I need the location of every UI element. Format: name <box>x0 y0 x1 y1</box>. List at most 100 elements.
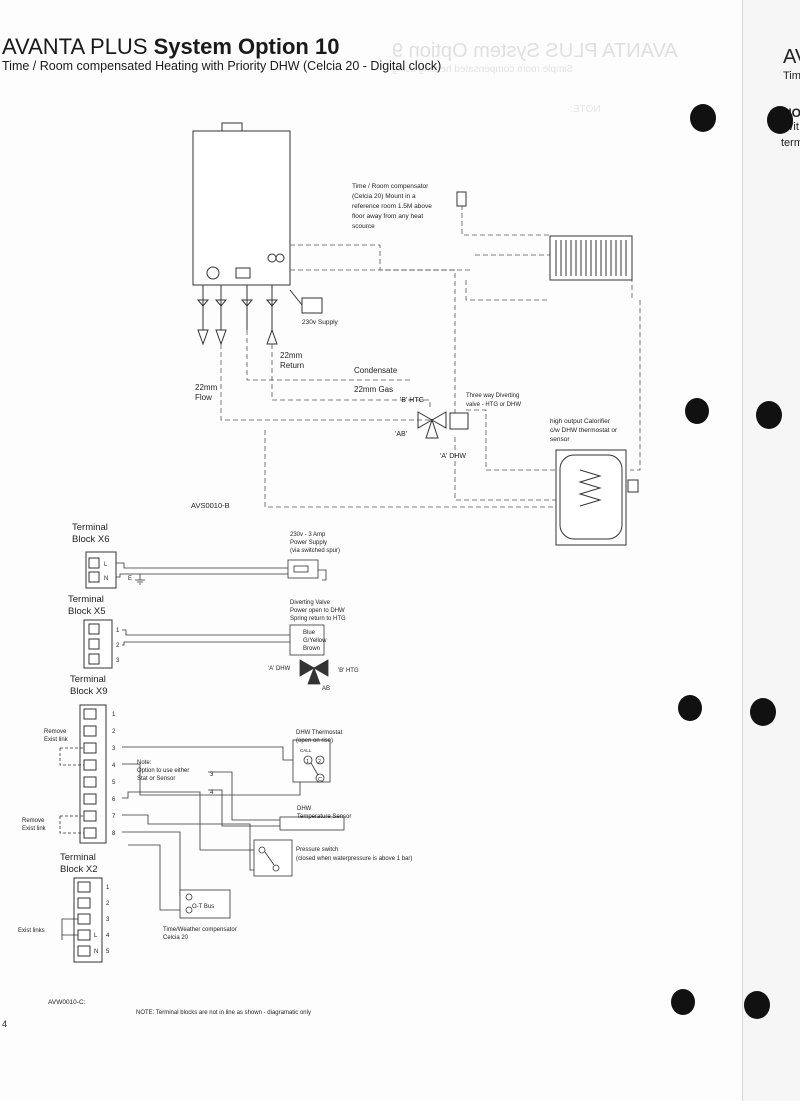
diverting-valve-symbol <box>417 411 469 439</box>
terminal-block-title: Terminal <box>68 594 104 605</box>
thermostat-call-label: CALL <box>300 748 312 753</box>
terminal-block-x2: Terminal Block X2 1 2 3 4 5 L N <box>60 852 110 963</box>
terminal-number: 1 <box>106 885 110 891</box>
dhw-sensor-label: Temperature Sensor <box>297 814 351 820</box>
terminal-number: 3 <box>112 746 116 752</box>
remove-link-label: Exist link <box>44 737 69 743</box>
calorifier-note-line: c/w DHW thermostat or <box>550 427 618 434</box>
terminal-number: 1 <box>112 712 116 718</box>
earth-label: E <box>128 576 132 582</box>
remove-link-label: Exist link <box>22 826 47 832</box>
flow-label: Flow <box>195 393 212 402</box>
remove-link-label: Remove <box>44 729 67 735</box>
boiler <box>192 122 291 286</box>
terminal-number: 8 <box>112 831 116 837</box>
supply-label: 230v Supply <box>302 319 339 326</box>
exist-links-label: Exist links <box>18 928 45 934</box>
dhw-sensor-label: DHW <box>297 806 312 812</box>
supply-box <box>289 289 323 314</box>
terminal-number: 3 <box>106 917 110 923</box>
power-supply-line: Power Supply <box>290 540 327 546</box>
terminal-block-title: Terminal <box>70 674 106 685</box>
terminal-block-title: Terminal <box>72 522 108 533</box>
compensator-label: Time/Weather compensator <box>163 927 237 933</box>
thermostat-note-line: (open on rise) <box>296 738 333 744</box>
diverting-valve-labels: Diverting Valve Power open to DHW Spring… <box>268 600 359 692</box>
x6-wiring <box>116 559 327 585</box>
compensator-note-line: (Celcia 20) Mount in a <box>352 193 416 200</box>
thermostat-pin: 1 <box>306 759 309 765</box>
valve-dhw-label: 'A' DHW <box>268 666 291 672</box>
power-supply-line: 230v - 3 Amp <box>290 532 326 538</box>
terminal-block-x6: Terminal Block X6 L N E <box>72 522 132 589</box>
room-compensator <box>456 191 467 207</box>
flow-label: 22mm <box>195 383 218 392</box>
diagram1-labels: Time / Room compensator (Celcia 20) Moun… <box>191 183 618 510</box>
page-number: 4 <box>2 1019 7 1029</box>
calorifier <box>555 449 639 546</box>
terminal-number: 2 <box>106 901 110 907</box>
gas-label: 22mm Gas <box>354 385 393 394</box>
pressure-switch-label: Pressure switch <box>296 847 338 853</box>
terminal-block-title: Block X2 <box>60 864 98 875</box>
valve-wire-label: Blue <box>303 630 316 636</box>
diverting-note-line: Three way Diverting <box>466 393 519 399</box>
terminal-block-x5: Terminal Block X5 1 2 3 <box>68 594 120 669</box>
pipework <box>220 205 641 508</box>
valve-ab-label: AB <box>322 686 330 692</box>
dhw-label: 'A' DHW <box>440 453 466 460</box>
terminal-block-title: Terminal <box>60 852 96 863</box>
page-title: AVANTA PLUS System Option 10 <box>2 34 340 59</box>
pressure-switch-label: (closed when waterpressure is above 1 ba… <box>296 856 412 862</box>
footnote: NOTE: Terminal blocks are not in line as… <box>136 1010 311 1016</box>
condensate-label: Condensate <box>354 366 398 375</box>
valve-note-line: Diverting Valve <box>290 600 331 606</box>
calorifier-note-line: sensor <box>550 436 570 443</box>
page-subtitle: Time / Room compensated Heating with Pri… <box>2 59 442 73</box>
diagram2-reference: AVW0010-C: <box>48 999 86 1006</box>
terminal-number: 4 <box>106 933 110 939</box>
valve-note-line: Spring return to HTG <box>290 616 346 622</box>
compensator-note-line: Time / Room compensator <box>352 183 429 190</box>
option-note-line: Stat or Sensor <box>137 776 175 782</box>
option-pin-number: 4 <box>210 790 214 796</box>
x2-links <box>61 918 78 940</box>
power-supply-labels: 230v - 3 Amp Power Supply (via switched … <box>290 532 340 554</box>
thermostat-note-line: DHW Thermostat <box>296 730 343 736</box>
compensator-note-line: floor away from any heat <box>352 213 423 220</box>
compensator-label: Celcia 20 <box>163 935 189 941</box>
next-page-title-fragment: AV <box>783 46 800 68</box>
calorifier-note-line: high output Calorifier <box>550 418 611 425</box>
x9-labels: Remove Exist link Remove Exist link Note… <box>22 729 412 862</box>
x2-labels: Exist links O-T Bus Time/Weather compens… <box>18 904 237 941</box>
terminal-number: 6 <box>112 797 116 803</box>
terminal-number: 2 <box>112 729 116 735</box>
option-note-line: Option to use either <box>137 768 189 774</box>
x9-wiring <box>59 739 345 919</box>
thermostat-pin: C <box>318 777 322 783</box>
terminal-number: 2 <box>116 643 120 649</box>
terminal-number: 4 <box>112 763 116 769</box>
boiler-connections <box>196 285 279 346</box>
terminal-number: 7 <box>112 814 116 820</box>
terminal-number: 1 <box>116 628 120 634</box>
terminal-letter: L <box>104 562 108 568</box>
next-page-subtitle-fragment: Tim <box>783 70 800 82</box>
ab-label: 'AB' <box>395 431 407 438</box>
compensator-note-line: reference room 1.5M above <box>352 203 432 210</box>
valve-wire-label: G/Yellow <box>303 638 327 644</box>
diagram1-reference: AVS0010-B <box>191 501 230 510</box>
terminal-block-title: Block X6 <box>72 534 110 545</box>
diverting-note-line: valve - HTG or DHW <box>466 402 521 408</box>
terminal-letter: L <box>94 933 98 939</box>
footer: AVW0010-C: NOTE: Terminal blocks are not… <box>2 999 311 1029</box>
terminal-number: 5 <box>112 780 116 786</box>
terminal-letter: N <box>94 949 98 955</box>
return-label: 22mm <box>280 351 303 360</box>
terminal-block-title: Block X9 <box>70 686 108 697</box>
compensator-note-line: scource <box>352 223 375 230</box>
remove-link-label: Remove <box>22 818 45 824</box>
option-note-line: Note: <box>137 760 152 766</box>
valve-htg-label: 'B' HTG <box>338 668 359 674</box>
